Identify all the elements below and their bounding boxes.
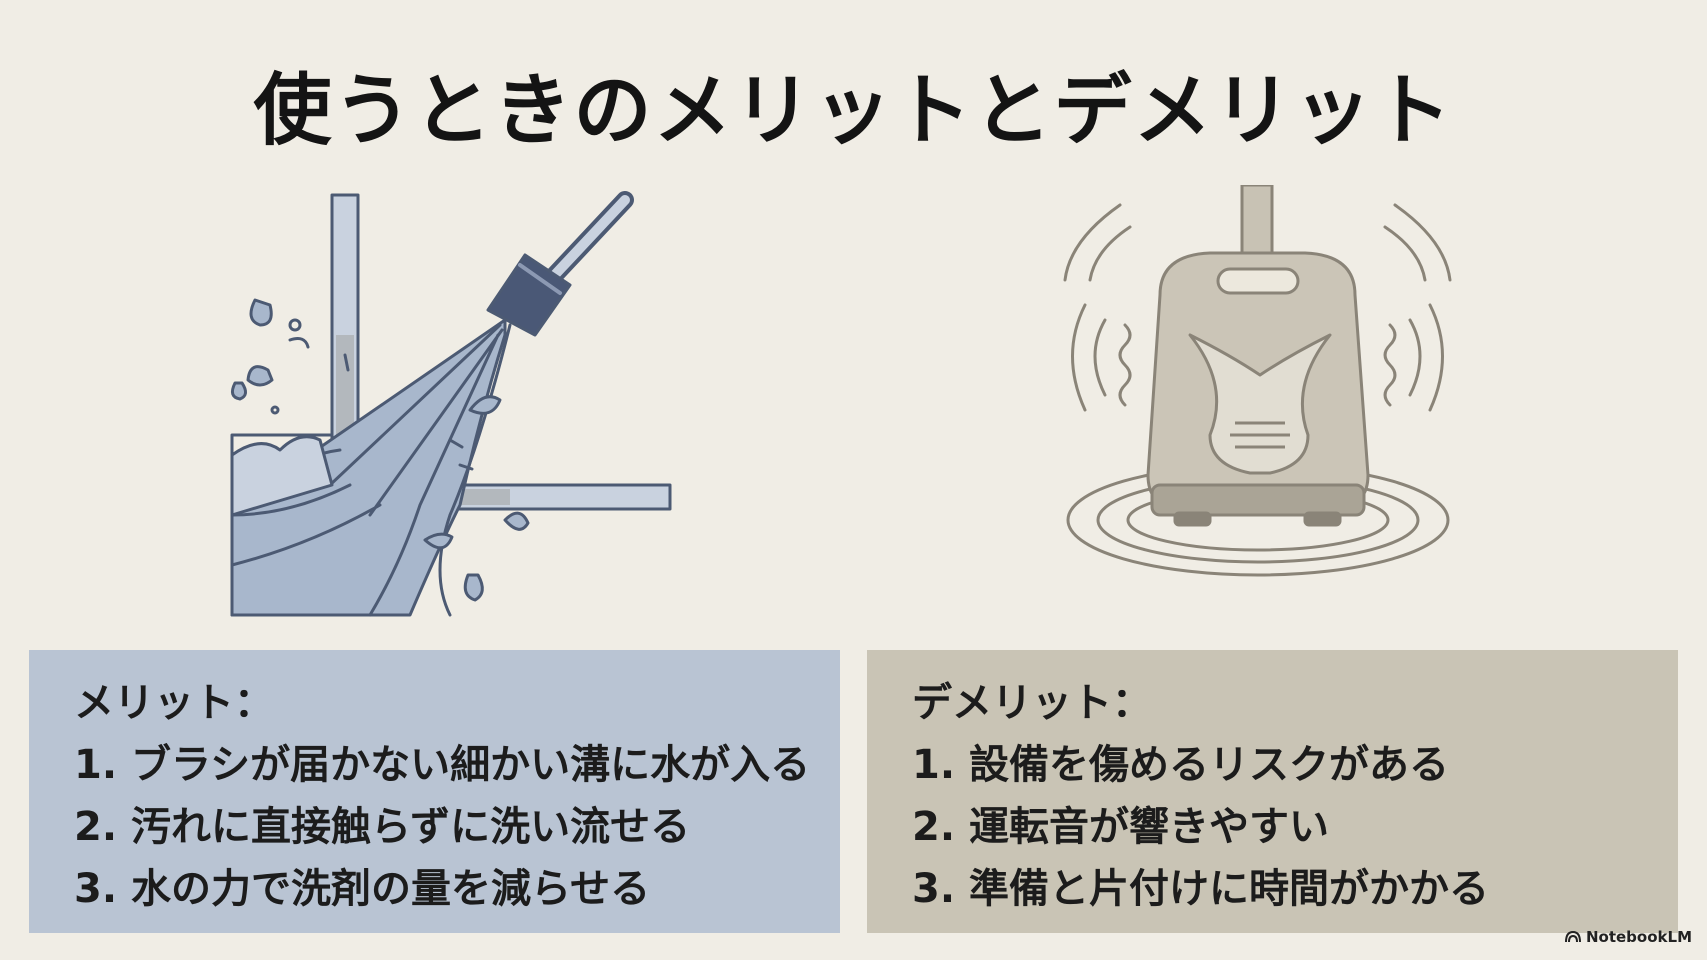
demerit-item: 2. 運転音が響きやすい <box>912 804 1329 850</box>
merit-item: 1. ブラシが届かない細かい溝に水が入る <box>74 742 811 788</box>
merits-heading: メリット： <box>74 680 274 726</box>
merits-panel: メリット： 1. ブラシが届かない細かい溝に水が入る 2. 汚れに直接触らずに洗… <box>29 650 840 933</box>
merit-item: 3. 水の力で洗剤の量を減らせる <box>74 866 651 912</box>
demerits-list: 1. 設備を傷めるリスクがある 2. 運転音が響きやすい 3. 準備と片付けに時… <box>912 734 1633 920</box>
demerits-heading: デメリット： <box>912 680 1152 726</box>
page-title: 使うときのメリットとデメリット <box>253 66 1454 156</box>
vibrating-machine-icon <box>1063 185 1452 577</box>
brand-label: NotebookLM <box>1585 928 1692 946</box>
demerit-item: 1. 設備を傷めるリスクがある <box>912 742 1449 788</box>
brand-watermark: NotebookLM <box>1564 928 1692 946</box>
notebooklm-logo-icon <box>1564 931 1581 943</box>
pressure-washer-spray-icon <box>230 191 672 617</box>
demerit-item: 3. 準備と片付けに時間がかかる <box>912 866 1489 912</box>
demerits-panel: デメリット： 1. 設備を傷めるリスクがある 2. 運転音が響きやすい 3. 準… <box>867 650 1678 933</box>
merit-item: 2. 汚れに直接触らずに洗い流せる <box>74 804 691 850</box>
merits-list: 1. ブラシが届かない細かい溝に水が入る 2. 汚れに直接触らずに洗い流せる 3… <box>74 734 811 920</box>
